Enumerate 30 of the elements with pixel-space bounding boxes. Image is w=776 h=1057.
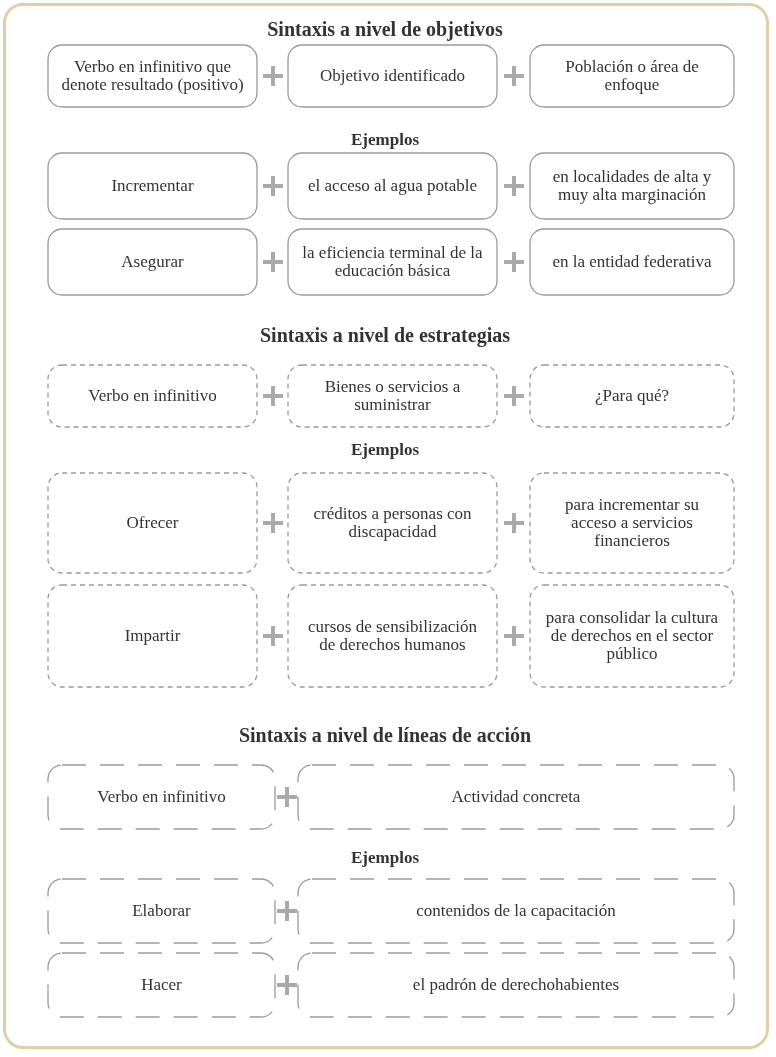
term-box: Verbo en infinitivo que denote resultado (positivo) bbox=[47, 44, 258, 108]
term-box: en localidades de alta y muy alta marginación bbox=[529, 152, 735, 220]
term-box: Objetivo identificado bbox=[287, 44, 498, 108]
term-box: Incrementar bbox=[47, 152, 258, 220]
section-heading: Sintaxis a nivel de líneas de acción bbox=[237, 724, 533, 747]
term-box: para consolidar la cultura de derechos en el sector público bbox=[529, 584, 735, 688]
subheading: Ejemplos bbox=[350, 129, 420, 150]
term-box: para incrementar su acceso a servicios financieros bbox=[529, 472, 735, 574]
term-box: el padrón de derechohabientes bbox=[297, 952, 735, 1018]
term-box: Verbo en infinitivo bbox=[47, 764, 276, 830]
term-box: Verbo en infinitivo bbox=[47, 364, 258, 428]
term-box: el acceso al agua potable bbox=[287, 152, 498, 220]
section-heading: Sintaxis a nivel de objetivos bbox=[266, 18, 504, 41]
term-box: Hacer bbox=[47, 952, 276, 1018]
term-box: Asegurar bbox=[47, 228, 258, 296]
term-box: créditos a personas con discapacidad bbox=[287, 472, 498, 574]
term-box: Bienes o servicios a suministrar bbox=[287, 364, 498, 428]
term-box: en la entidad federativa bbox=[529, 228, 735, 296]
term-box: Actividad concreta bbox=[297, 764, 735, 830]
subheading: Ejemplos bbox=[350, 847, 420, 868]
term-box: contenidos de la capacitación bbox=[297, 878, 735, 944]
term-box: Elaborar bbox=[47, 878, 276, 944]
subheading: Ejemplos bbox=[350, 439, 420, 460]
term-box: ¿Para qué? bbox=[529, 364, 735, 428]
term-box: cursos de sensibilización de derechos humanos bbox=[287, 584, 498, 688]
term-box: Población o área de enfoque bbox=[529, 44, 735, 108]
term-box: la eficiencia terminal de la educación básica bbox=[287, 228, 498, 296]
term-box: Impartir bbox=[47, 584, 258, 688]
section-heading: Sintaxis a nivel de estrategias bbox=[259, 324, 511, 347]
term-box: Ofrecer bbox=[47, 472, 258, 574]
